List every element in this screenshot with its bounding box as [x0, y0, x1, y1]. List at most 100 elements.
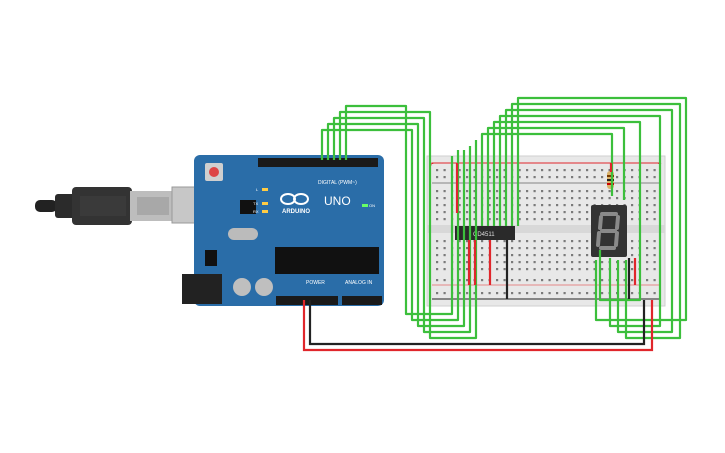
breadboard-hole[interactable] — [458, 240, 461, 243]
breadboard-hole[interactable] — [518, 254, 521, 257]
breadboard-hole[interactable] — [541, 169, 544, 172]
breadboard-hole[interactable] — [526, 279, 529, 282]
breadboard-hole[interactable] — [488, 197, 491, 200]
breadboard-hole[interactable] — [556, 204, 559, 207]
breadboard-hole[interactable] — [436, 254, 439, 257]
breadboard-hole[interactable] — [481, 279, 484, 282]
breadboard-hole[interactable] — [548, 240, 551, 243]
breadboard-hole[interactable] — [586, 240, 589, 243]
breadboard-hole[interactable] — [608, 169, 611, 172]
breadboard-hole[interactable] — [586, 197, 589, 200]
breadboard-hole[interactable] — [631, 279, 634, 282]
breadboard-hole[interactable] — [593, 279, 596, 282]
breadboard-hole[interactable] — [526, 261, 529, 264]
breadboard-hole[interactable] — [563, 240, 566, 243]
breadboard-hole[interactable] — [511, 268, 514, 271]
breadboard-hole[interactable] — [496, 254, 499, 257]
breadboard-hole[interactable] — [496, 292, 499, 295]
breadboard-hole[interactable] — [631, 169, 634, 172]
breadboard-hole[interactable] — [593, 261, 596, 264]
breadboard-hole[interactable] — [458, 176, 461, 179]
breadboard-hole[interactable] — [548, 211, 551, 214]
breadboard-hole[interactable] — [548, 268, 551, 271]
breadboard-hole[interactable] — [466, 169, 469, 172]
breadboard-hole[interactable] — [571, 240, 574, 243]
breadboard-hole[interactable] — [541, 254, 544, 257]
breadboard-hole[interactable] — [503, 292, 506, 295]
seven-segment-display[interactable] — [591, 205, 627, 257]
breadboard-hole[interactable] — [571, 176, 574, 179]
breadboard-hole[interactable] — [473, 169, 476, 172]
breadboard-hole[interactable] — [616, 197, 619, 200]
breadboard-hole[interactable] — [503, 176, 506, 179]
breadboard-hole[interactable] — [518, 169, 521, 172]
breadboard-hole[interactable] — [571, 247, 574, 250]
breadboard-hole[interactable] — [601, 261, 604, 264]
breadboard-hole[interactable] — [458, 247, 461, 250]
breadboard-hole[interactable] — [541, 197, 544, 200]
breadboard-hole[interactable] — [466, 190, 469, 193]
breadboard-hole[interactable] — [631, 176, 634, 179]
breadboard-hole[interactable] — [436, 261, 439, 264]
breadboard-hole[interactable] — [466, 261, 469, 264]
breadboard-hole[interactable] — [518, 218, 521, 221]
breadboard-hole[interactable] — [458, 197, 461, 200]
breadboard-hole[interactable] — [473, 211, 476, 214]
breadboard-hole[interactable] — [646, 292, 649, 295]
breadboard-hole[interactable] — [466, 176, 469, 179]
breadboard-hole[interactable] — [631, 254, 634, 257]
breadboard-hole[interactable] — [586, 218, 589, 221]
breadboard-hole[interactable] — [631, 218, 634, 221]
breadboard-hole[interactable] — [548, 204, 551, 207]
breadboard-hole[interactable] — [466, 240, 469, 243]
breadboard-hole[interactable] — [646, 211, 649, 214]
breadboard-hole[interactable] — [533, 197, 536, 200]
breadboard-hole[interactable] — [533, 254, 536, 257]
breadboard-hole[interactable] — [466, 211, 469, 214]
breadboard-hole[interactable] — [571, 197, 574, 200]
breadboard-hole[interactable] — [578, 218, 581, 221]
breadboard-hole[interactable] — [571, 169, 574, 172]
breadboard-hole[interactable] — [473, 218, 476, 221]
breadboard-hole[interactable] — [548, 279, 551, 282]
breadboard-hole[interactable] — [496, 169, 499, 172]
breadboard-hole[interactable] — [571, 254, 574, 257]
breadboard-hole[interactable] — [578, 254, 581, 257]
breadboard-hole[interactable] — [601, 190, 604, 193]
breadboard-hole[interactable] — [541, 211, 544, 214]
breadboard-hole[interactable] — [518, 292, 521, 295]
breadboard-hole[interactable] — [556, 197, 559, 200]
breadboard-hole[interactable] — [488, 292, 491, 295]
breadboard-hole[interactable] — [496, 176, 499, 179]
breadboard-hole[interactable] — [436, 197, 439, 200]
breadboard-hole[interactable] — [653, 169, 656, 172]
breadboard-hole[interactable] — [503, 279, 506, 282]
breadboard-hole[interactable] — [646, 261, 649, 264]
breadboard-hole[interactable] — [653, 254, 656, 257]
breadboard-hole[interactable] — [563, 176, 566, 179]
breadboard-hole[interactable] — [533, 261, 536, 264]
breadboard-hole[interactable] — [473, 204, 476, 207]
breadboard-hole[interactable] — [481, 292, 484, 295]
breadboard-hole[interactable] — [496, 204, 499, 207]
breadboard-hole[interactable] — [653, 240, 656, 243]
breadboard-hole[interactable] — [616, 190, 619, 193]
breadboard-hole[interactable] — [556, 218, 559, 221]
breadboard-hole[interactable] — [631, 292, 634, 295]
breadboard-hole[interactable] — [496, 247, 499, 250]
breadboard-hole[interactable] — [571, 211, 574, 214]
breadboard-hole[interactable] — [556, 279, 559, 282]
breadboard-hole[interactable] — [443, 218, 446, 221]
breadboard-hole[interactable] — [518, 279, 521, 282]
breadboard-hole[interactable] — [563, 279, 566, 282]
breadboard-hole[interactable] — [496, 197, 499, 200]
breadboard-hole[interactable] — [646, 247, 649, 250]
breadboard-hole[interactable] — [608, 197, 611, 200]
breadboard-hole[interactable] — [443, 261, 446, 264]
breadboard-hole[interactable] — [496, 218, 499, 221]
breadboard-hole[interactable] — [653, 279, 656, 282]
breadboard-hole[interactable] — [458, 218, 461, 221]
arduino-uno-board[interactable]: ARDUINO UNO DIGITAL (PWM~) POWER ANALOG … — [171, 155, 384, 306]
breadboard-hole[interactable] — [503, 254, 506, 257]
